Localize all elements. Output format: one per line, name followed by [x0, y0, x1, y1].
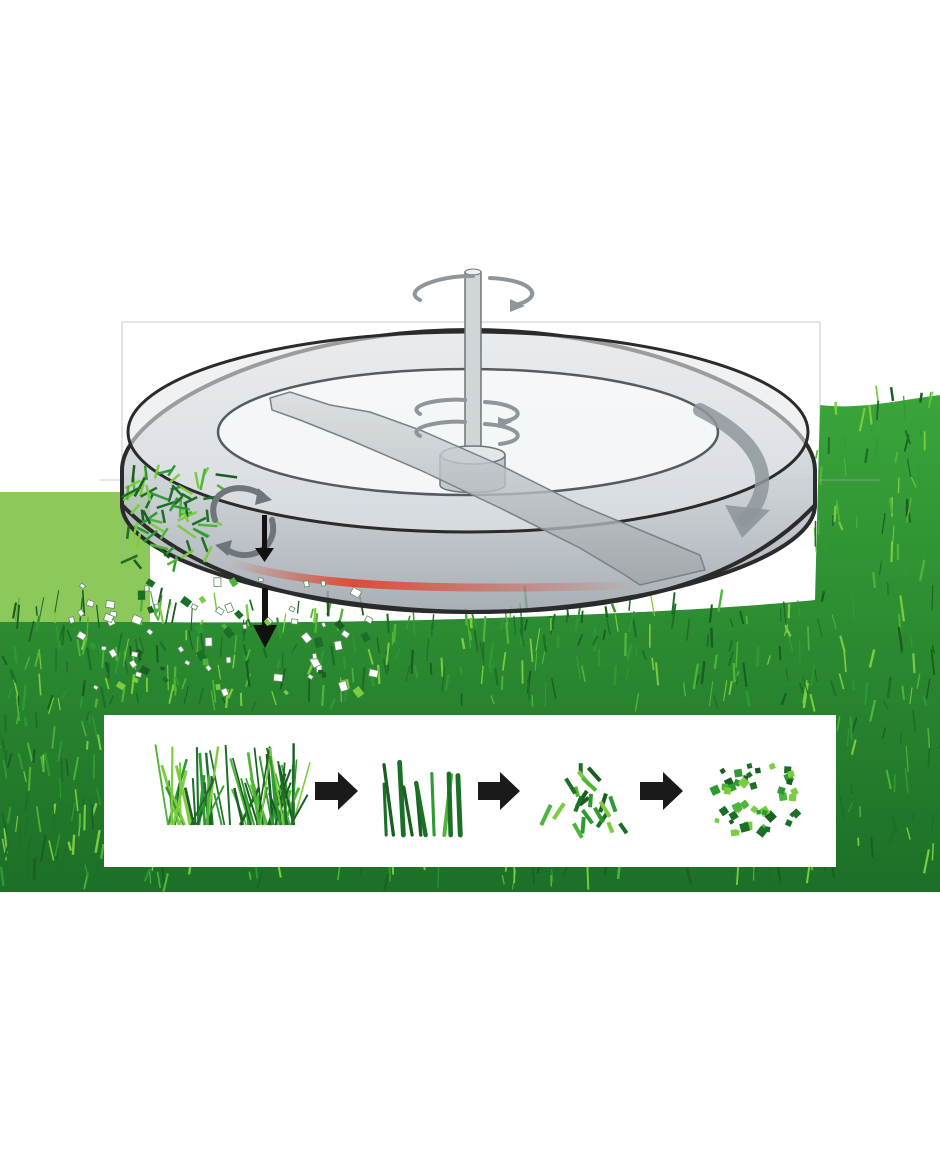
process-step-uncut-grass — [154, 743, 311, 826]
spindle-rotation-arrow-icon — [412, 273, 535, 312]
falling-mulch-pieces — [68, 577, 380, 699]
spindle-shaft — [464, 271, 482, 448]
process-arrow-icon-2 — [478, 772, 520, 810]
process-arrow-icon-1 — [315, 772, 358, 810]
cut-line-red — [226, 558, 644, 592]
deck-lower-edge — [120, 503, 817, 615]
mulching-blade — [269, 391, 706, 586]
process-step-chopped-pieces — [539, 763, 629, 839]
process-step-cut-blades — [382, 759, 463, 838]
deck-clippings — [120, 464, 238, 573]
process-arrow-icon-3 — [640, 772, 683, 810]
process-step-fine-mulch — [709, 762, 802, 838]
blade-rotation-arrow-icon — [414, 397, 520, 446]
down-arrow-icon — [253, 515, 277, 648]
deck-flow-arrow-icon — [693, 403, 770, 538]
lawn-grass-blades — [0, 385, 940, 892]
